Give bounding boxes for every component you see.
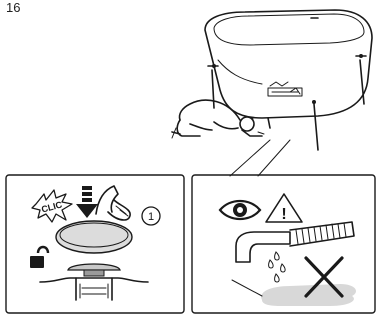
warning-symbol: !	[281, 206, 286, 223]
kneeling-person-illustration	[172, 100, 264, 138]
callout-1: 1	[142, 207, 160, 225]
tub-leg-front	[312, 100, 318, 150]
click-sound-burst: CLIC	[32, 190, 72, 222]
drain-plug-disc	[56, 221, 132, 253]
leader-line	[258, 140, 290, 176]
leaking-pipe	[236, 222, 354, 282]
eye-icon	[220, 201, 260, 219]
tub-side-mark	[268, 82, 302, 96]
tub-leg-right	[356, 54, 366, 104]
callout-number: 1	[148, 211, 154, 223]
press-down-arrow-icon	[76, 186, 98, 218]
drain-mechanism	[40, 264, 148, 300]
unlock-padlock-icon	[30, 247, 48, 268]
leader-line	[230, 140, 270, 176]
pressing-hand	[96, 186, 130, 220]
warning-triangle-icon: !	[266, 194, 302, 223]
